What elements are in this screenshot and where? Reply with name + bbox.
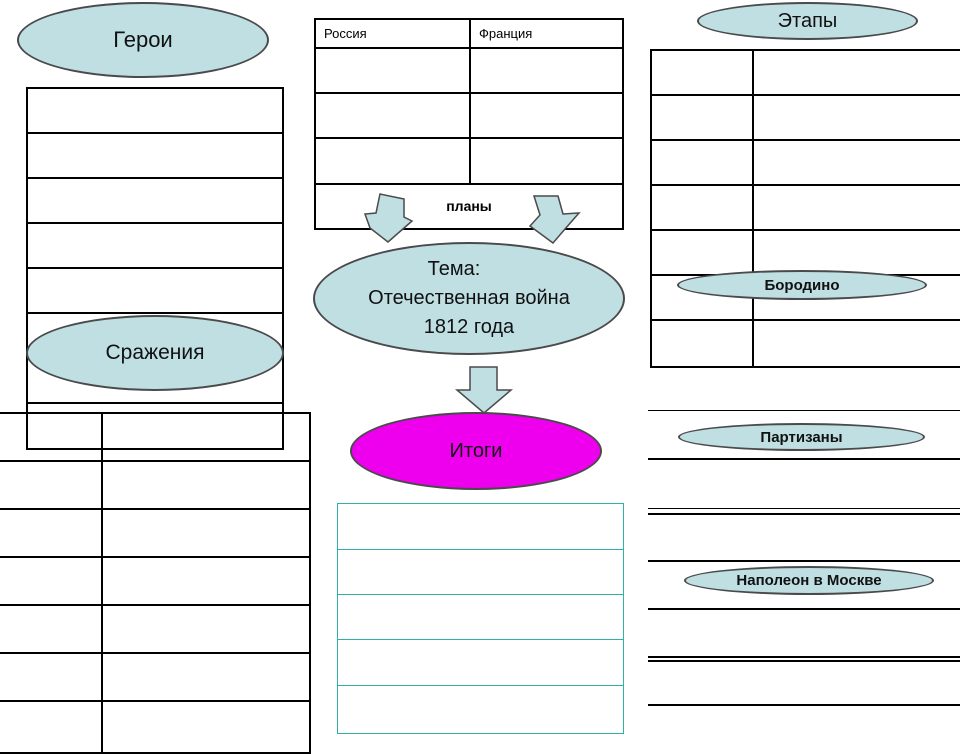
napoleon-moscow-label: Наполеон в Москве	[736, 572, 882, 589]
heroes-label: Герои	[113, 27, 173, 52]
stages-cell[interactable]	[752, 139, 960, 186]
borodino-label: Бородино	[764, 276, 840, 294]
stages-cell[interactable]	[752, 229, 960, 276]
plans-cell[interactable]	[469, 137, 624, 185]
stages-cell[interactable]	[752, 184, 960, 231]
plans-cell[interactable]	[314, 137, 471, 185]
battles-cell[interactable]	[0, 652, 103, 702]
results-cell[interactable]	[337, 639, 624, 686]
stages-cell[interactable]	[650, 94, 754, 141]
plans-caption: планы	[446, 197, 492, 214]
results-cell[interactable]	[337, 549, 624, 595]
heroes-oval[interactable]: Герои	[17, 2, 269, 78]
divider-line	[648, 458, 960, 460]
heroes-cell[interactable]	[26, 267, 284, 314]
plans-cell[interactable]	[314, 92, 471, 139]
results-oval[interactable]: Итоги	[350, 412, 602, 490]
battles-cell[interactable]	[101, 556, 311, 606]
plans-cell[interactable]	[469, 92, 624, 139]
results-label: Итоги	[449, 439, 503, 462]
divider-line	[648, 410, 960, 411]
plans-header-france: Франция	[469, 18, 624, 49]
stages-label: Этапы	[777, 9, 838, 32]
battles-cell[interactable]	[0, 460, 103, 510]
napoleon-moscow-oval[interactable]: Наполеон в Москве	[684, 566, 934, 595]
results-cell[interactable]	[337, 685, 624, 734]
plans-cell[interactable]	[314, 47, 471, 94]
partisans-oval[interactable]: Партизаны	[678, 423, 925, 451]
stages-oval[interactable]: Этапы	[697, 2, 918, 40]
plans-header-russia: Россия	[314, 18, 471, 49]
stages-cell[interactable]	[752, 49, 960, 96]
plans-cell[interactable]	[469, 47, 624, 94]
heroes-cell[interactable]	[26, 177, 284, 224]
divider-line	[648, 608, 960, 610]
divider-line	[648, 660, 960, 662]
borodino-oval[interactable]: Бородино	[677, 270, 927, 300]
stages-cell[interactable]	[650, 139, 754, 186]
battles-cell[interactable]	[101, 508, 311, 558]
plans-table: Россия Франция планы	[314, 18, 624, 230]
battles-cell[interactable]	[101, 460, 311, 510]
stages-cell[interactable]	[650, 184, 754, 231]
battles-cell[interactable]	[0, 556, 103, 606]
stages-cell[interactable]	[650, 229, 754, 276]
topic-line3: 1812 года	[423, 316, 515, 338]
heroes-cell[interactable]	[26, 132, 284, 179]
battles-cell[interactable]	[101, 412, 311, 462]
arrow-down-icon	[454, 366, 514, 414]
divider-line	[648, 513, 960, 515]
stages-cell[interactable]	[752, 94, 960, 141]
results-cell[interactable]	[337, 503, 624, 550]
arrow-up-left-icon	[363, 193, 414, 243]
divider-line	[648, 560, 960, 562]
topic-line1: Тема:	[427, 258, 481, 280]
partisans-label: Партизаны	[760, 428, 843, 446]
battles-oval[interactable]: Сражения	[26, 315, 284, 391]
stages-cell[interactable]	[650, 319, 754, 368]
battles-cell[interactable]	[0, 604, 103, 654]
heroes-cell[interactable]	[26, 222, 284, 269]
arrow-up-right-icon	[528, 195, 581, 245]
divider-line	[648, 656, 960, 658]
divider-line	[648, 704, 960, 706]
heroes-cell[interactable]	[26, 87, 284, 134]
topic-oval[interactable]: Тема: Отечественная война 1812 года	[313, 242, 625, 355]
battles-cell[interactable]	[101, 604, 311, 654]
topic-line2: Отечественная война	[368, 287, 570, 309]
results-table	[337, 503, 624, 734]
stages-cell[interactable]	[650, 49, 754, 96]
stages-table	[650, 49, 960, 368]
battles-label: Сражения	[105, 341, 205, 364]
stages-cell[interactable]	[752, 319, 960, 368]
battles-cell[interactable]	[0, 508, 103, 558]
battles-cell[interactable]	[0, 412, 103, 462]
plans-caption-cell: планы	[314, 183, 624, 230]
battles-cell[interactable]	[101, 652, 311, 702]
results-cell[interactable]	[337, 594, 624, 640]
divider-line	[648, 508, 960, 509]
